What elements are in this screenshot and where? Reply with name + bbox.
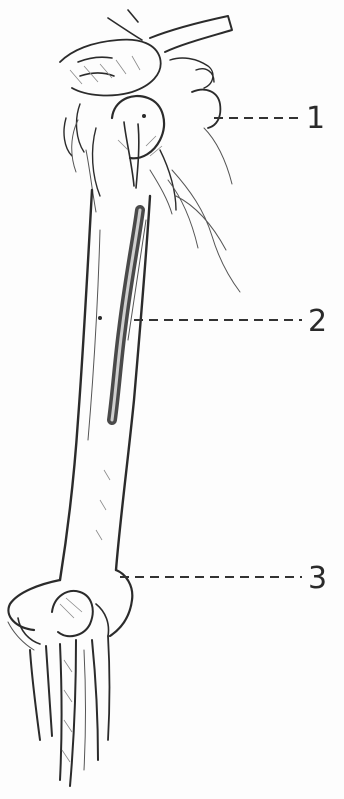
callout-labels: 1 2 3 bbox=[306, 101, 327, 596]
forearm-bones bbox=[30, 636, 110, 786]
elbow-region bbox=[8, 570, 132, 650]
callout-label-3: 3 bbox=[308, 561, 327, 596]
shoulder-region bbox=[60, 10, 232, 156]
callout-label-2: 2 bbox=[308, 304, 327, 339]
callout-label-1: 1 bbox=[306, 101, 325, 136]
leader-lines bbox=[120, 118, 302, 577]
